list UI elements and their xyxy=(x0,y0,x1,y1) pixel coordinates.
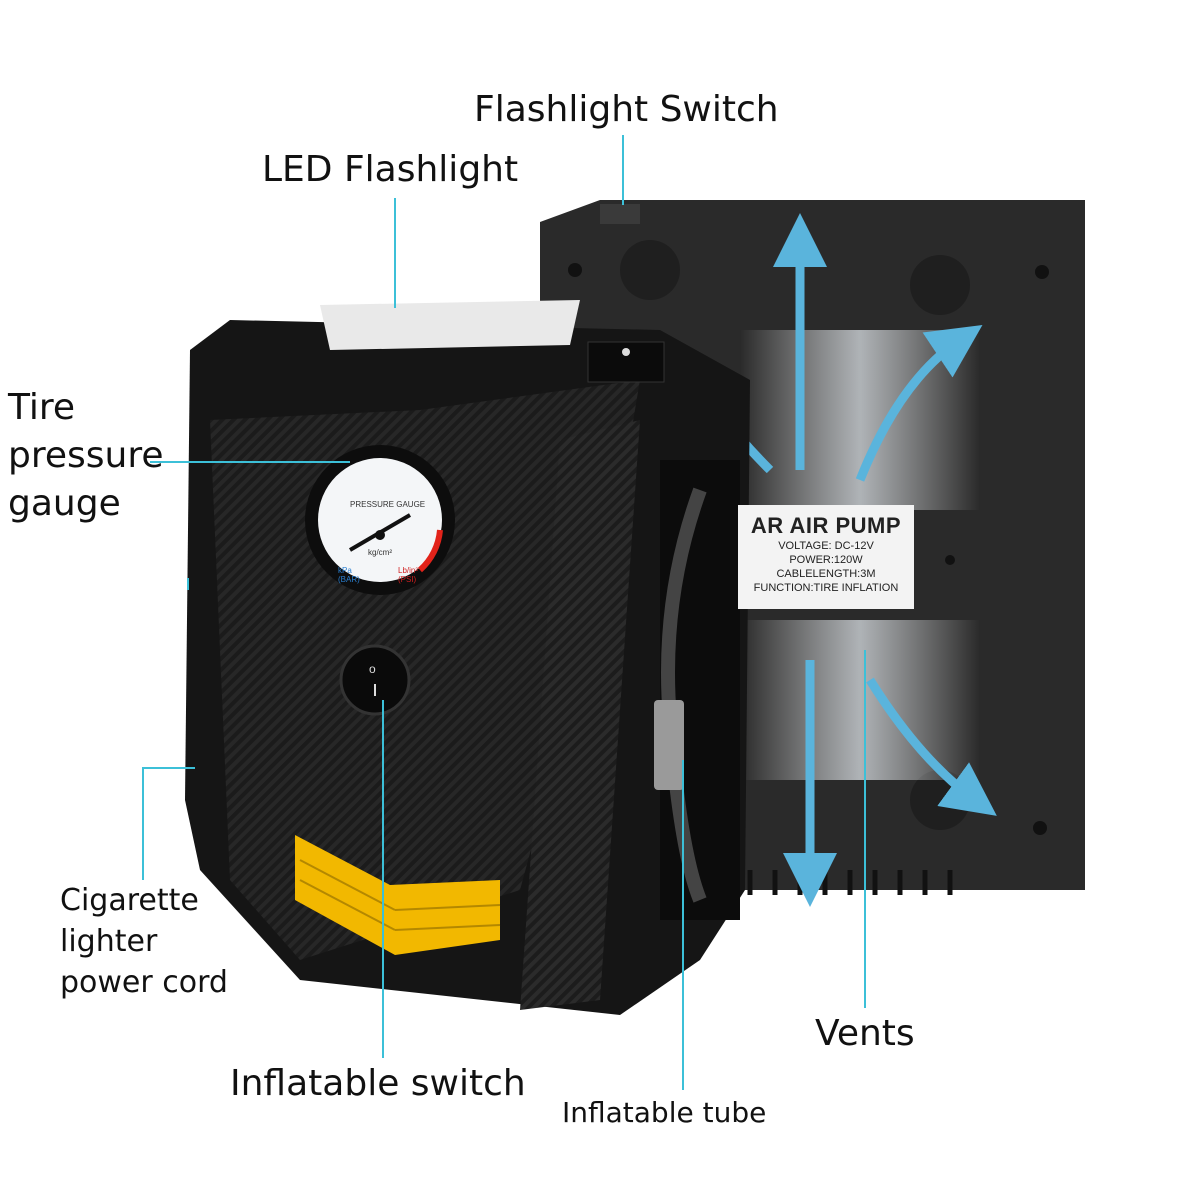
yellow-chevron xyxy=(295,835,500,955)
led-flashlight xyxy=(320,300,580,350)
label-flashlight-switch: Flashlight Switch xyxy=(474,89,779,130)
plate-line: VOLTAGE: DC-12V xyxy=(778,540,874,552)
label-power-cord: power cord xyxy=(60,965,228,1000)
label-inflatable-tube: Inflatable tube xyxy=(562,1096,767,1129)
label-vents: Vents xyxy=(815,1013,915,1054)
gauge-title: PRESSURE GAUGE xyxy=(350,500,426,509)
plate-line: FUNCTION:TIRE INFLATION xyxy=(753,582,899,594)
label-tire-pressure-gauge: Tire xyxy=(8,387,76,428)
inflatable-switch xyxy=(339,644,411,716)
label-power-cord: Cigarette xyxy=(60,883,199,918)
label-tire-pressure-gauge: gauge xyxy=(8,483,121,524)
flashlight-switch xyxy=(600,204,640,224)
front-unit: o xyxy=(185,300,750,1015)
gauge-left-units: kPa (BAR) xyxy=(338,566,360,584)
leader-lines xyxy=(142,135,866,1090)
label-tire-pressure-gauge: pressure xyxy=(8,435,164,476)
label-led-flashlight: LED Flashlight xyxy=(262,149,519,190)
svg-text:o: o xyxy=(369,662,376,676)
tire-pressure-gauge xyxy=(318,458,442,582)
label-inflatable-switch: Inflatable switch xyxy=(230,1063,526,1104)
gauge-right-units: Lb/in² (PSI) xyxy=(398,566,419,584)
gauge-unit: kg/cm² xyxy=(368,548,392,557)
plate-title: AR AIR PUMP xyxy=(750,513,902,538)
product-label-plate: AR AIR PUMP VOLTAGE: DC-12V POWER:120W C… xyxy=(738,505,914,609)
label-power-cord: lighter xyxy=(60,924,158,959)
plate-line: POWER:120W xyxy=(789,554,863,566)
plate-line: CABLELENGTH:3M xyxy=(776,568,876,580)
airflow-arrows xyxy=(687,213,997,907)
